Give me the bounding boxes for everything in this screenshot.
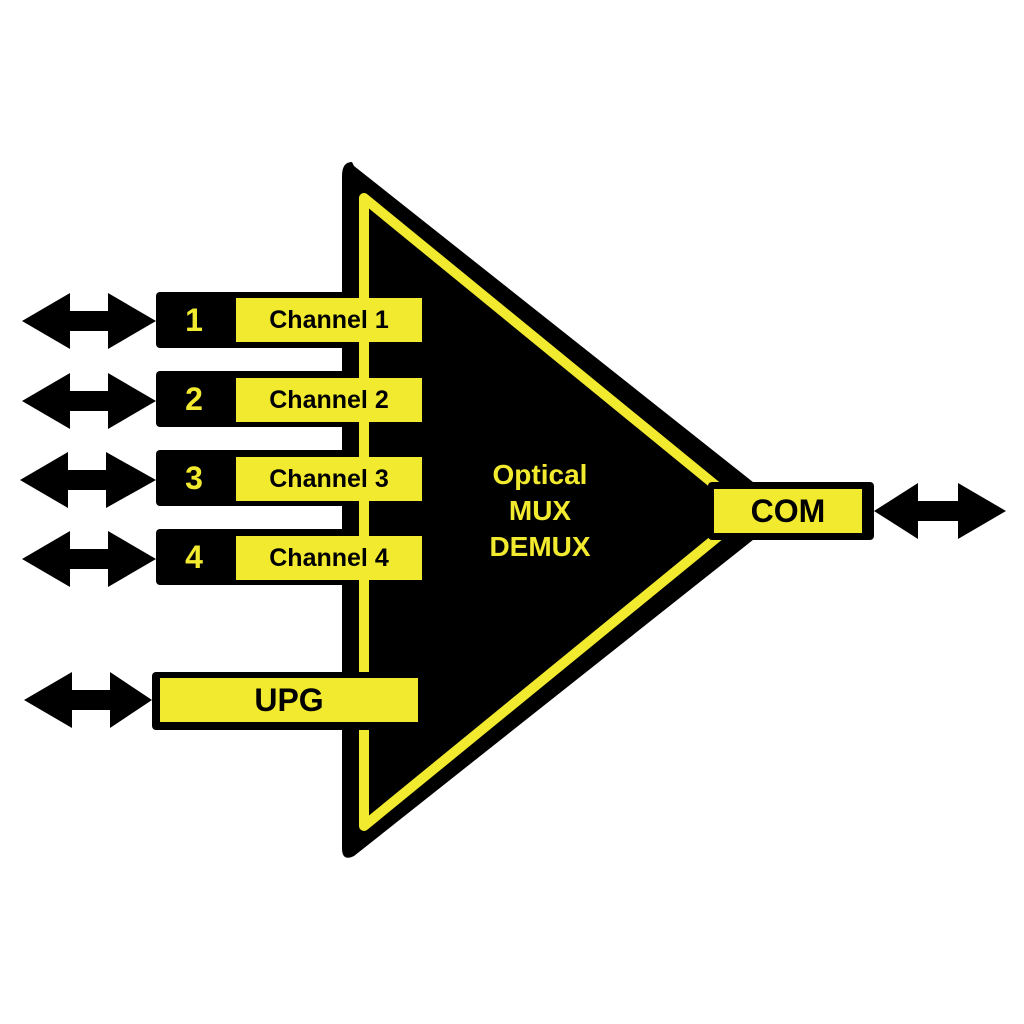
double-arrow-icon-2 xyxy=(22,373,156,429)
channel-3-label: Channel 3 xyxy=(236,457,422,501)
mux-triangle-inner-border xyxy=(359,193,753,831)
port-number-2: 2 xyxy=(185,380,203,417)
mux-triangle xyxy=(342,162,786,858)
double-arrow-icon-4 xyxy=(22,531,156,587)
core-line-2: MUX xyxy=(508,495,572,526)
channel-4-label: Channel 4 xyxy=(236,536,422,580)
double-arrow-icon-3 xyxy=(20,452,156,508)
port-number-1: 1 xyxy=(185,301,203,338)
core-line-3: DEMUX xyxy=(489,531,591,562)
double-arrow-icon-com xyxy=(874,483,1006,539)
channel-2-label: Channel 2 xyxy=(236,378,422,422)
double-arrow-icon-1 xyxy=(22,293,156,349)
channel-1-label: Channel 1 xyxy=(236,298,422,342)
port-number-4: 4 xyxy=(185,538,203,575)
port-number-3: 3 xyxy=(185,459,203,496)
double-arrow-icon-upg xyxy=(24,672,152,728)
mux-demux-title: Optical MUX DEMUX xyxy=(460,456,620,566)
com-label: COM xyxy=(714,489,862,533)
upg-label: UPG xyxy=(160,678,418,722)
core-line-1: Optical xyxy=(492,459,588,490)
